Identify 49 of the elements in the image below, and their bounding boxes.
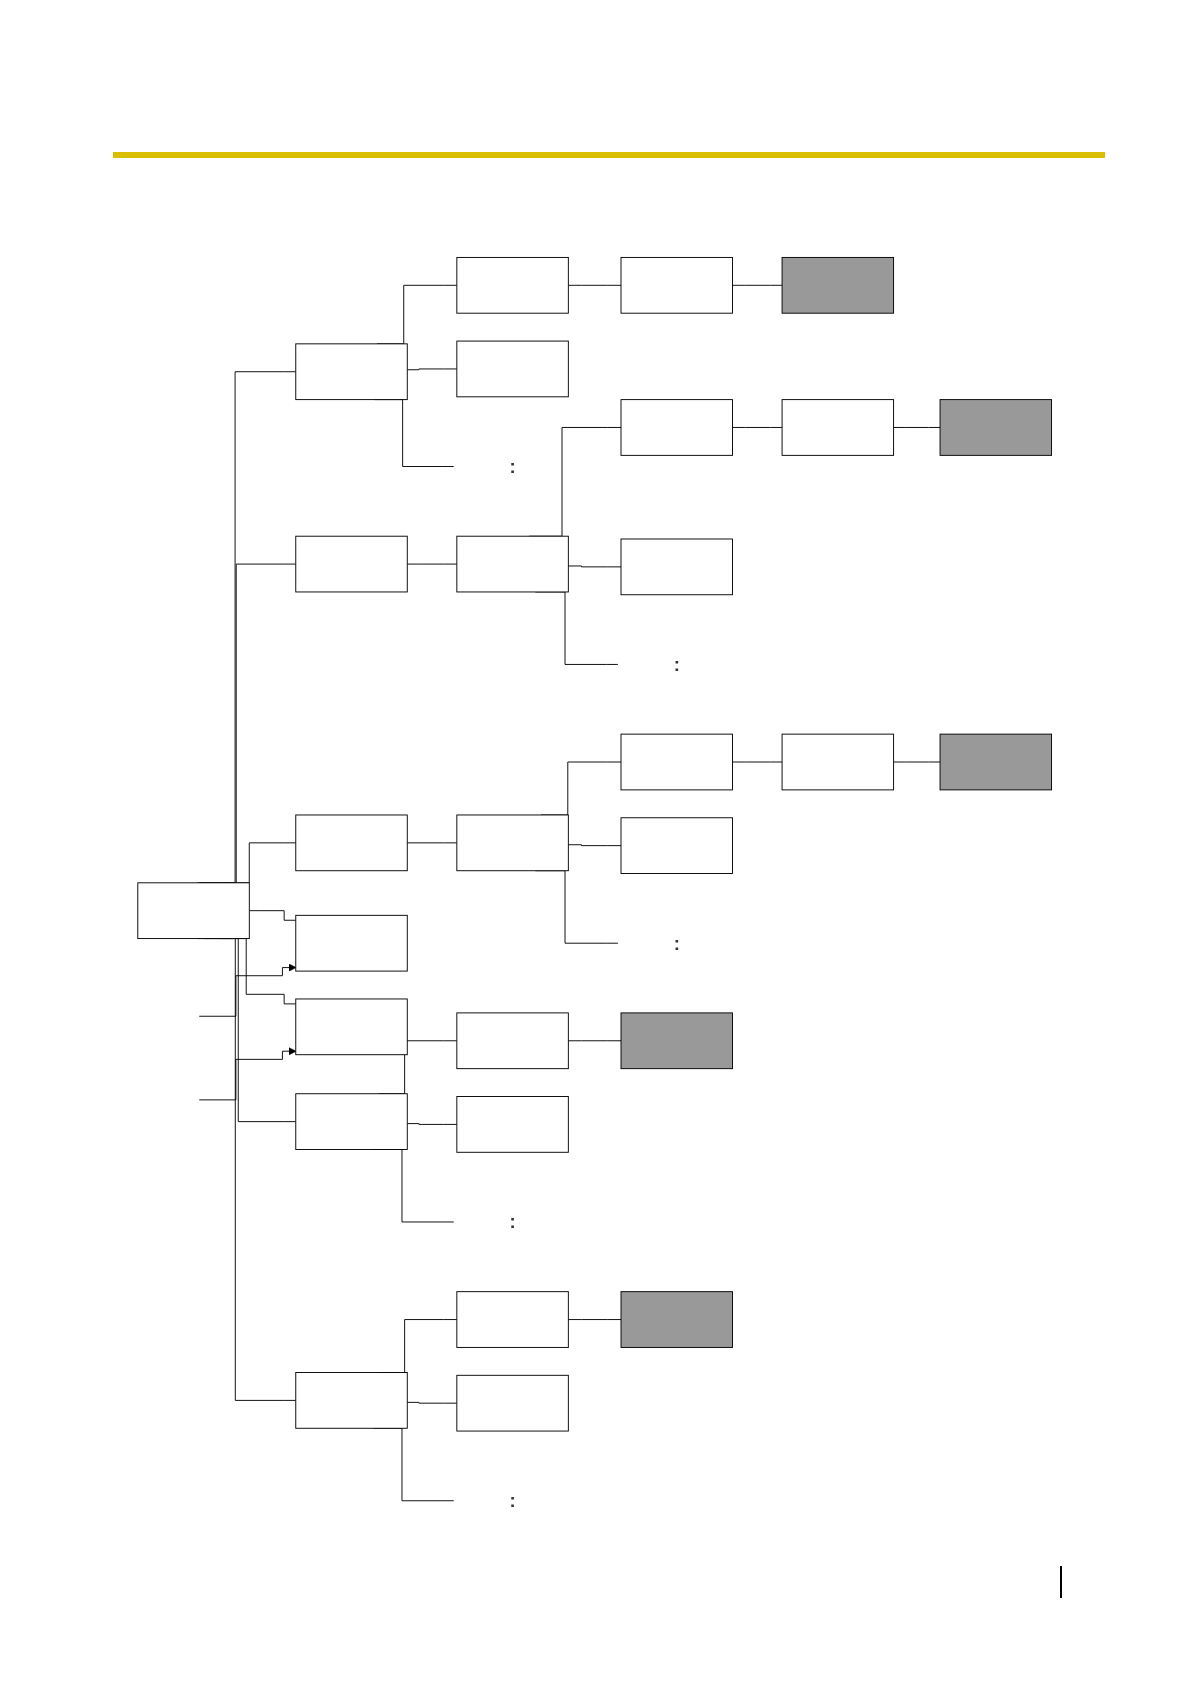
node-box [781, 733, 895, 791]
connector [568, 1319, 622, 1320]
node-box [295, 914, 409, 972]
connector [893, 427, 941, 428]
connector [568, 1040, 622, 1042]
node-box [295, 814, 409, 872]
connector [407, 1401, 458, 1404]
connector [568, 844, 622, 847]
node-text: : [509, 456, 517, 477]
node-box [456, 1096, 570, 1153]
node-box [456, 814, 570, 872]
node-box [295, 535, 409, 593]
node-box [456, 1291, 570, 1348]
node-box [456, 256, 570, 314]
node-box [137, 882, 251, 940]
connector [732, 761, 783, 763]
node-box [620, 1012, 734, 1070]
node-box [620, 538, 734, 596]
node-box [620, 733, 734, 791]
connector [732, 427, 783, 428]
node-box [939, 733, 1053, 791]
node-box [456, 1012, 570, 1070]
connector [732, 284, 783, 286]
node-box [939, 399, 1053, 456]
node-box [295, 1093, 409, 1150]
node-text: : [509, 1490, 517, 1511]
connector [407, 842, 458, 844]
node-box [295, 998, 409, 1056]
connector [407, 563, 458, 565]
connector [568, 284, 622, 286]
node-text: : [673, 932, 681, 954]
node-box [620, 1291, 734, 1348]
node-box [781, 256, 895, 314]
node-box [620, 256, 734, 314]
node-box [295, 343, 409, 401]
node-box [295, 1372, 409, 1429]
node-text: : [509, 1211, 517, 1233]
node-box [620, 817, 734, 874]
connector [893, 761, 941, 763]
connector [407, 1123, 458, 1125]
node-box [456, 1374, 570, 1432]
node-box [456, 340, 570, 398]
connector [568, 565, 622, 568]
node-box [781, 399, 895, 456]
connector [249, 910, 297, 921]
node-text: : [673, 654, 681, 675]
connector [407, 368, 458, 371]
node-box [456, 535, 570, 593]
node-box [620, 399, 734, 456]
